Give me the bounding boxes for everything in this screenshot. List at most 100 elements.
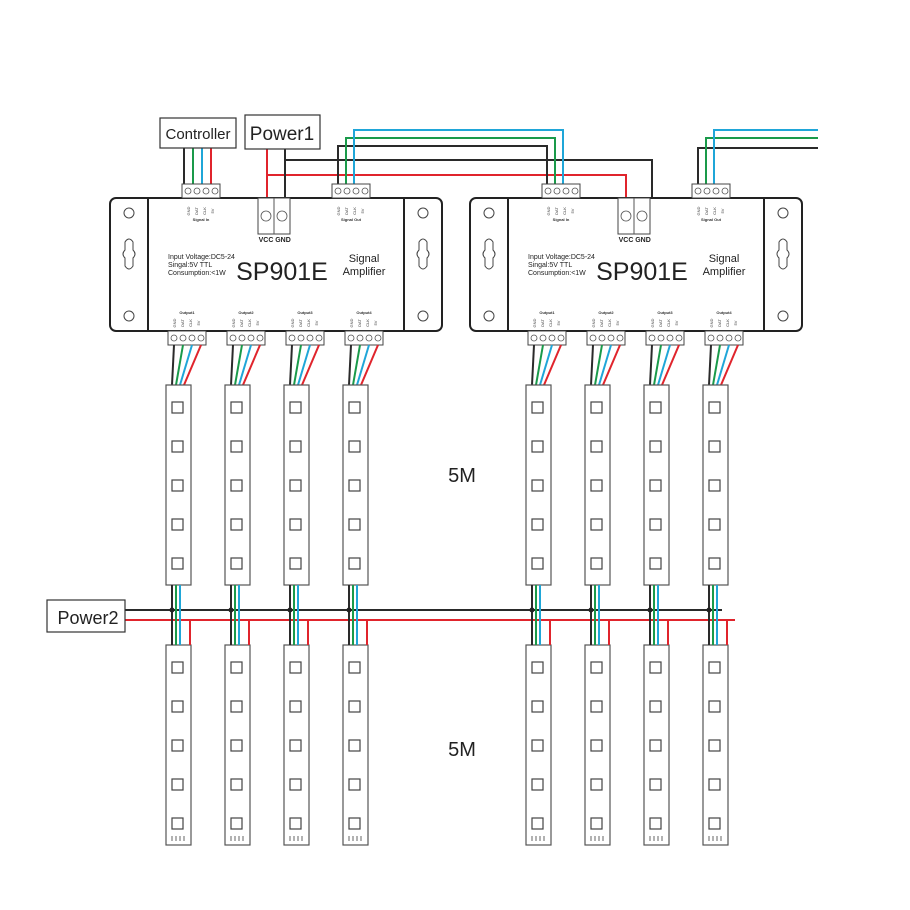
- led-chip: [348, 661, 361, 674]
- gnd-screw-icon: [276, 210, 288, 222]
- led-chip: [171, 661, 184, 674]
- screw-icon: [365, 334, 373, 342]
- led-chip: [708, 739, 721, 752]
- pin-label: CLK: [352, 207, 357, 215]
- led-chip: [590, 700, 603, 713]
- out-clock-wire: [713, 129, 818, 188]
- led-strip-column-4: [342, 344, 379, 846]
- led-chip: [649, 557, 662, 570]
- output-wire: [708, 344, 712, 386]
- signal-in-terminal: [541, 183, 581, 199]
- screw-icon: [539, 334, 547, 342]
- led-chip: [531, 739, 544, 752]
- led-chip: [289, 739, 302, 752]
- led-chip: [590, 401, 603, 414]
- wires-layer: [125, 129, 818, 621]
- pin-label: GND: [290, 318, 295, 327]
- power1-gnd-wire: [284, 149, 653, 198]
- junction-dot: [588, 607, 594, 613]
- output-label: Output1: [539, 310, 555, 315]
- pin-label: CLK: [202, 207, 207, 215]
- signal-out-label: Signal Out: [341, 217, 362, 222]
- vcc-screw-icon: [620, 210, 632, 222]
- pin-label: GND: [532, 318, 537, 327]
- model-name: SP901E: [596, 258, 688, 286]
- led-chip: [649, 401, 662, 414]
- pin-label: DAT: [298, 319, 303, 327]
- pin-label: 5V: [314, 320, 319, 325]
- output-terminal-3: [645, 330, 685, 346]
- led-chip: [348, 817, 361, 830]
- pin-label: DAT: [180, 319, 185, 327]
- led-chip: [531, 479, 544, 492]
- pin-label: DAT: [658, 319, 663, 327]
- output-terminal-4: [704, 330, 744, 346]
- controller-box: Controller: [159, 117, 237, 149]
- junction-dot: [529, 607, 535, 613]
- led-chip: [230, 401, 243, 414]
- output-wire: [535, 344, 544, 386]
- led-strip-column-8: [702, 344, 739, 846]
- screw-icon: [229, 334, 237, 342]
- led-chip: [171, 778, 184, 791]
- mounting-hole: [123, 310, 135, 322]
- junction-dot: [169, 607, 175, 613]
- pin-label: 5V: [570, 208, 575, 213]
- junction-dot: [287, 607, 293, 613]
- led-strip-column-3: [283, 344, 320, 846]
- led-chip: [590, 557, 603, 570]
- mounting-hole: [417, 207, 429, 219]
- led-chip: [171, 440, 184, 453]
- screw-icon: [548, 334, 556, 342]
- led-chip: [289, 557, 302, 570]
- subtitle-line2: Amplifier: [343, 266, 386, 278]
- output-terminal-3: [285, 330, 325, 346]
- led-chip: [171, 739, 184, 752]
- led-chip: [590, 440, 603, 453]
- output-wire: [720, 344, 739, 386]
- output-wire: [179, 344, 193, 386]
- led-strip-column-6: [584, 344, 621, 846]
- pin-label: GND: [186, 206, 191, 215]
- junction-dot: [346, 607, 352, 613]
- output-wire: [289, 344, 293, 386]
- output-wire: [183, 344, 202, 386]
- output-terminal-2: [586, 330, 626, 346]
- pin-label: CLK: [247, 319, 252, 327]
- screw-icon: [562, 187, 570, 195]
- screw-icon: [356, 334, 364, 342]
- gnd-label: GND: [275, 237, 291, 244]
- output-label: Output1: [179, 310, 195, 315]
- led-chip: [649, 817, 662, 830]
- output-label: Output2: [238, 310, 254, 315]
- length-label-top: 5M: [448, 465, 476, 487]
- led-chip: [708, 440, 721, 453]
- keyhole-slot: [416, 238, 430, 270]
- screw-icon: [598, 334, 606, 342]
- vcc-screw-icon: [260, 210, 272, 222]
- screw-icon: [288, 334, 296, 342]
- gnd-screw-icon: [636, 210, 648, 222]
- led-chip: [590, 518, 603, 531]
- gnd-label: GND: [635, 237, 651, 244]
- led-chip: [708, 778, 721, 791]
- output-wire: [293, 344, 302, 386]
- led-chip: [531, 440, 544, 453]
- screw-icon: [530, 334, 538, 342]
- screw-icon: [193, 187, 201, 195]
- pin-label: 5V: [556, 320, 561, 325]
- pin-label: DAT: [239, 319, 244, 327]
- pin-label: GND: [172, 318, 177, 327]
- screw-icon: [721, 187, 729, 195]
- junction-dot: [228, 607, 234, 613]
- screw-icon: [315, 334, 323, 342]
- led-chip: [708, 700, 721, 713]
- out-gnd-wire: [697, 147, 818, 188]
- led-chip: [230, 557, 243, 570]
- screw-icon: [666, 334, 674, 342]
- screw-icon: [725, 334, 733, 342]
- output-label: Output3: [657, 310, 673, 315]
- power2-box: Power2: [46, 599, 126, 633]
